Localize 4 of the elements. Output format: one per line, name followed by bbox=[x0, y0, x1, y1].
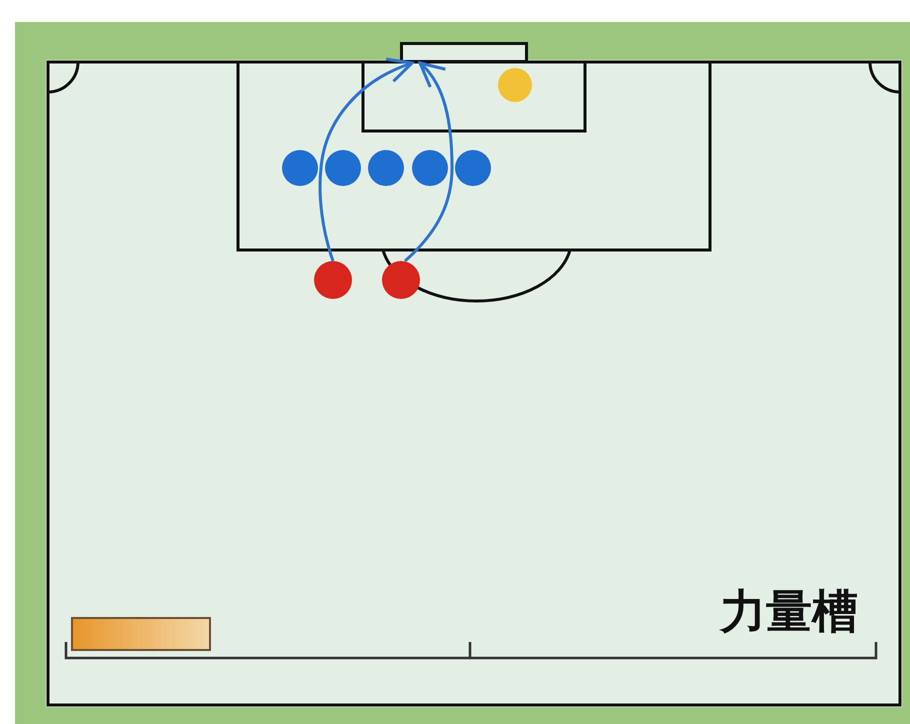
arrow bbox=[404, 61, 454, 262]
goal-box bbox=[400, 42, 528, 63]
arrow bbox=[318, 58, 414, 262]
gauge-label: 力量槽 bbox=[720, 588, 858, 634]
